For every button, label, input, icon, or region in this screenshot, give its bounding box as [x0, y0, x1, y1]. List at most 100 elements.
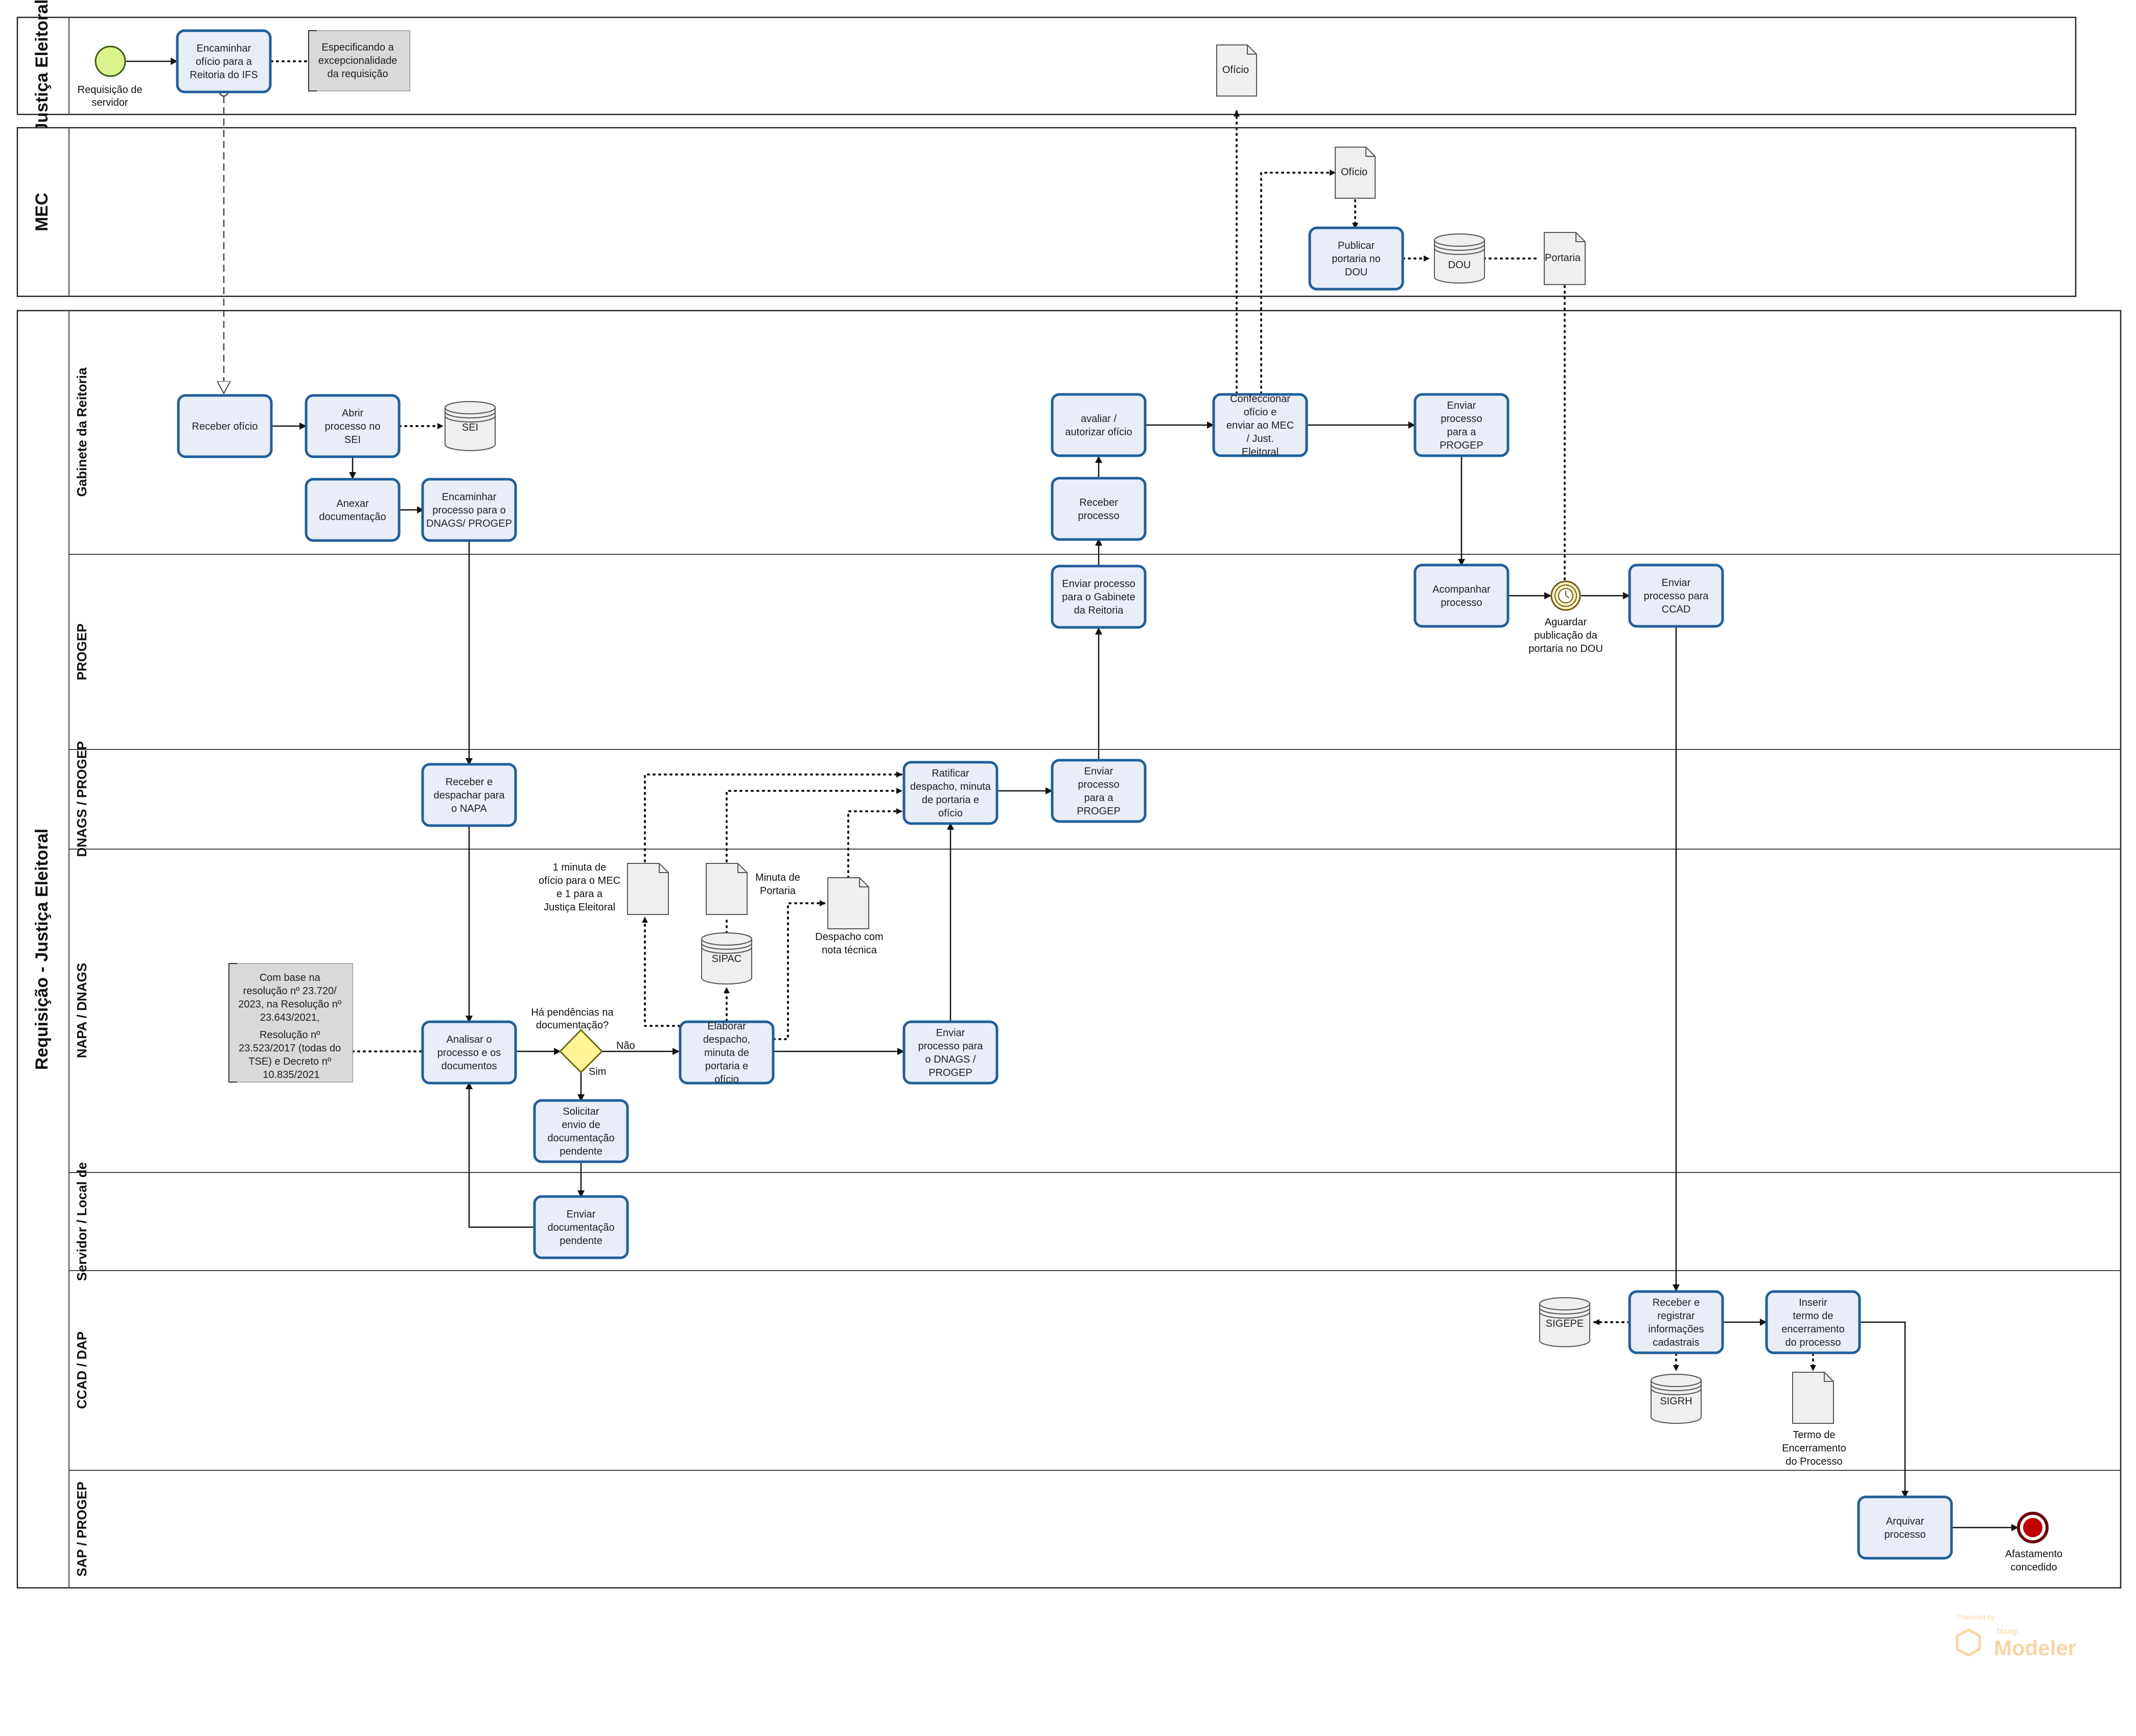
annotation-resolucao: Com base na resolução nº 23.720/ 2023, n…	[228, 963, 353, 1083]
pool-mec: MEC	[16, 127, 2077, 297]
timer-event[interactable]	[1550, 580, 1581, 611]
sequence-flows	[126, 58, 2018, 1531]
data-store-sei[interactable]: SEI	[445, 401, 496, 451]
bizagi-watermark: Powered by bizagi Modeler	[1956, 1613, 2076, 1660]
lane-title-servidor: Servidor / Local de	[74, 1162, 89, 1281]
bizagi-logo-icon	[1956, 1628, 1981, 1657]
data-store-sigrh[interactable]: SIGRH	[1651, 1374, 1702, 1424]
task-label: Receber ofício	[192, 421, 258, 432]
start-event[interactable]	[95, 45, 126, 77]
data-store-label: SIGRH	[1660, 1396, 1692, 1407]
pool-title-mec: MEC	[32, 193, 52, 231]
watermark-brand: bizagi	[1997, 1627, 2018, 1636]
data-store-sipac[interactable]: SIPAC	[701, 932, 752, 984]
data-store-dou[interactable]: DOU	[1434, 233, 1485, 284]
data-store-sigepe[interactable]: SIGEPE	[1539, 1297, 1590, 1347]
task-receber-oficio[interactable]: Receber ofício	[177, 394, 273, 458]
lane-title-napa: NAPA / DNAGS	[74, 963, 89, 1058]
task-label: avaliar /autorizar ofício	[1065, 413, 1132, 438]
lane-title-gabinete: Gabinete da Reitoria	[74, 367, 89, 497]
data-store-label: DOU	[1448, 260, 1471, 271]
pool-title-justica: Justiça Eleitoral	[32, 0, 52, 132]
data-object-oficio-je[interactable]: Ofício	[1216, 44, 1257, 97]
svg-text:Com base na resolução n: Com base na resolução nº 23.720/ 2023, n…	[238, 972, 344, 1081]
data-object-label: Ofício	[1341, 167, 1367, 178]
pool-title-requisicao: Requisição - Justiça Eleitoral	[32, 829, 52, 1070]
data-object-portaria[interactable]: Portaria	[1544, 232, 1586, 285]
data-object-label: Ofício	[1222, 64, 1249, 76]
end-event[interactable]	[2017, 1512, 2049, 1543]
watermark-powered: Powered by	[1957, 1613, 1995, 1621]
exclusive-gateway[interactable]	[559, 1028, 603, 1074]
data-store-label: SIPAC	[712, 953, 742, 965]
lane-title-progep: PROGEP	[74, 623, 89, 680]
lane-title-dnags: DNAGS / PROGEP	[74, 741, 89, 857]
gateway-yes-label: Sim	[589, 1066, 606, 1077]
task-avaliar-oficio[interactable]: avaliar /autorizar ofício	[1051, 393, 1147, 457]
data-store-label: SIGEPE	[1546, 1318, 1584, 1329]
data-object-oficio-mec[interactable]: Ofício	[1335, 147, 1376, 199]
data-store-label: SEI	[462, 422, 478, 433]
